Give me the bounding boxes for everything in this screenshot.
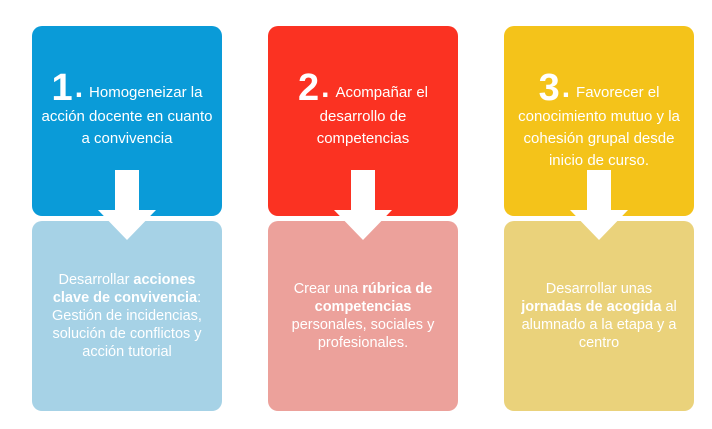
- step-3-desc-pre: Desarrollar unas: [545, 281, 653, 297]
- step-3-header-box: 3. Favorecer el conocimiento mutuo y la c…: [504, 26, 694, 216]
- step-1-desc-post: : Gestión de incidencias, solución de co…: [52, 290, 202, 360]
- step-column-2: 2. Acompañar el desarrollo de competencia…: [268, 0, 458, 429]
- step-1-description-box: Desarrollar acciones clave de convivenci…: [32, 221, 222, 411]
- step-1-desc-bold: acciones clave de convivencia: [52, 272, 198, 306]
- step-2-desc-post: personales, sociales y profesionales.: [291, 317, 435, 351]
- step-3-heading-line1: Favorecer el: [576, 84, 660, 101]
- step-column-1: 1. Homogeneizar la acción docente en cuan…: [32, 0, 222, 429]
- step-3-description-box: Desarrollar unas jornadas de acogida al …: [504, 221, 694, 411]
- step-1-desc-pre: Desarrollar: [58, 272, 134, 288]
- step-1-heading: 1. Homogeneizar la acción docente en cuan…: [40, 67, 214, 150]
- step-1-description: Desarrollar acciones clave de convivenci…: [44, 271, 210, 361]
- step-3-desc-post: al alumnado a la etapa y a centro: [521, 299, 677, 351]
- step-1-number: 1: [51, 67, 73, 109]
- step-1-heading-rest: acción docente en cuanto a convivencia: [41, 108, 213, 147]
- step-column-3: 3. Favorecer el conocimiento mutuo y la c…: [504, 0, 694, 429]
- down-arrow-icon: [98, 170, 156, 240]
- step-2-heading: 2. Acompañar el desarrollo de competencia…: [276, 67, 450, 150]
- down-arrow-icon: [334, 170, 392, 240]
- down-arrow-icon: [570, 170, 628, 240]
- step-2-number: 2: [297, 67, 320, 109]
- step-2-heading-line1: Acompañar el: [335, 84, 429, 101]
- step-1-heading-line1: Homogeneizar la: [89, 84, 203, 101]
- step-2-heading-rest: desarrollo de competencias: [316, 108, 410, 147]
- step-2-desc-bold: rúbrica de competencias: [314, 281, 433, 315]
- step-3-heading: 3. Favorecer el conocimiento mutuo y la c…: [512, 67, 686, 172]
- step-3-dot: .: [561, 71, 571, 104]
- step-3-heading-rest: conocimiento mutuo y la cohesión grupal …: [518, 108, 680, 169]
- step-3-number: 3: [538, 67, 560, 109]
- step-2-description: Crear una rúbrica de competencias person…: [280, 280, 446, 352]
- step-2-desc-pre: Crear una: [293, 281, 363, 297]
- step-2-dot: .: [321, 71, 330, 104]
- step-3-desc-bold: jornadas de acogida: [521, 299, 662, 315]
- step-1-dot: .: [74, 71, 84, 104]
- step-2-description-box: Crear una rúbrica de competencias person…: [268, 221, 458, 411]
- step-3-description: Desarrollar unas jornadas de acogida al …: [516, 280, 682, 352]
